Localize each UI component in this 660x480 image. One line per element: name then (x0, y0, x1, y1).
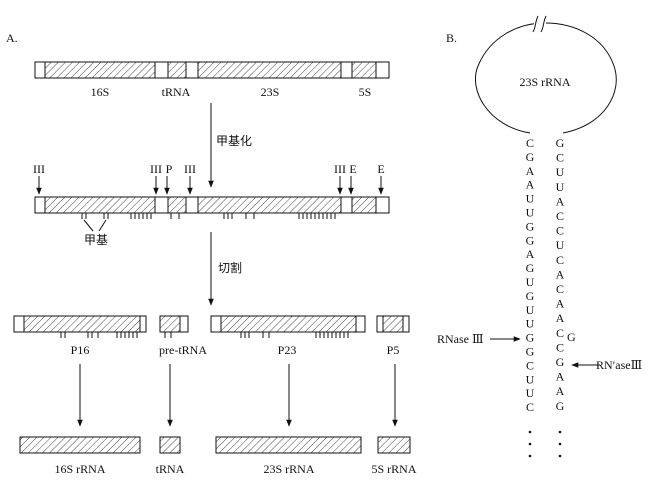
right-strand-base: C (556, 209, 564, 223)
left-strand-base: U (526, 303, 535, 317)
continuation-dots (528, 430, 562, 458)
label-16s: 16S (91, 85, 110, 99)
label-methylation: 甲基化 (216, 134, 252, 148)
left-strand-base: C (526, 400, 534, 414)
label-cleavage: 切割 (218, 260, 242, 275)
right-strand-base: A (556, 311, 565, 325)
site-e-1: E (349, 162, 356, 176)
primary-transcript (34, 61, 390, 79)
label-trna-1: tRNA (162, 85, 191, 99)
site-iii-3: III (184, 162, 196, 176)
cut-site-arrows (36, 176, 384, 195)
left-strand-base: U (526, 192, 535, 206)
left-strand-base: G (526, 150, 535, 164)
rnase-iii-right-label: RN′aseⅢ (596, 358, 642, 372)
right-strand-base: A (556, 194, 565, 208)
right-strand-base: G (556, 399, 565, 413)
label-23s-rrna: 23S rRNA (263, 462, 314, 476)
right-strand-base: C (556, 340, 564, 354)
right-strand-base: A (556, 267, 565, 281)
precursors (13, 315, 410, 338)
left-strand-base: A (526, 247, 535, 261)
label-p23: P23 (278, 343, 297, 357)
mature-products (19, 436, 411, 454)
label-p16: P16 (71, 343, 90, 357)
loop-label: 23S rRNA (519, 75, 570, 89)
label-23s: 23S (261, 85, 280, 99)
site-iii-1: III (33, 162, 45, 176)
left-strand-base: U (526, 317, 535, 331)
bulge-base: G (567, 330, 576, 344)
methylated-transcript (34, 196, 390, 232)
label-5s-rrna: 5S rRNA (371, 462, 416, 476)
label-16s-rrna: 16S rRNA (54, 462, 105, 476)
right-strand-base: A (556, 370, 565, 384)
label-trna-mature: tRNA (156, 462, 185, 476)
right-strand-base: C (556, 151, 564, 165)
right-strand-base: C (556, 326, 564, 340)
panel-a-label: A. (6, 31, 18, 45)
left-strand-base: G (526, 331, 535, 345)
right-strand-base: C (556, 224, 564, 238)
site-iii-4: III (334, 162, 346, 176)
right-strand-base: G (556, 355, 565, 369)
label-5s: 5S (359, 85, 372, 99)
left-strand-base: G (526, 219, 535, 233)
right-strand-base: U (556, 165, 565, 179)
site-p: P (166, 162, 173, 176)
left-strand-base: U (526, 386, 535, 400)
left-strand-base: G (526, 233, 535, 247)
left-strand-base: U (526, 372, 535, 386)
right-strand-base: U (556, 180, 565, 194)
site-iii-2: III (150, 162, 162, 176)
right-strand-base: G (556, 136, 565, 150)
left-strand-base: G (526, 289, 535, 303)
left-strand-base: U (526, 206, 535, 220)
label-pre-trna: pre-tRNA (159, 343, 207, 357)
right-strand-base: C (556, 282, 564, 296)
left-strand-base: G (526, 345, 535, 359)
right-strand-base: A (556, 297, 565, 311)
site-e-2: E (377, 162, 384, 176)
left-strand-base: A (526, 178, 535, 192)
left-strand-base: U (526, 275, 535, 289)
maturation-arrows (77, 364, 398, 427)
right-strand-base: C (556, 253, 564, 267)
panel-b-label: B. (446, 31, 457, 45)
rnase-iii-left-label: RNase Ⅲ (437, 332, 484, 346)
right-strand-base: U (556, 238, 565, 252)
left-strand-base: C (526, 136, 534, 150)
right-strand-base: A (556, 384, 565, 398)
left-strand-base: A (526, 164, 535, 178)
left-strand-base: G (526, 261, 535, 275)
loop-break (532, 14, 547, 33)
label-p5: P5 (387, 343, 400, 357)
left-strand-base: C (526, 358, 534, 372)
label-methyl: 甲基 (84, 233, 108, 247)
